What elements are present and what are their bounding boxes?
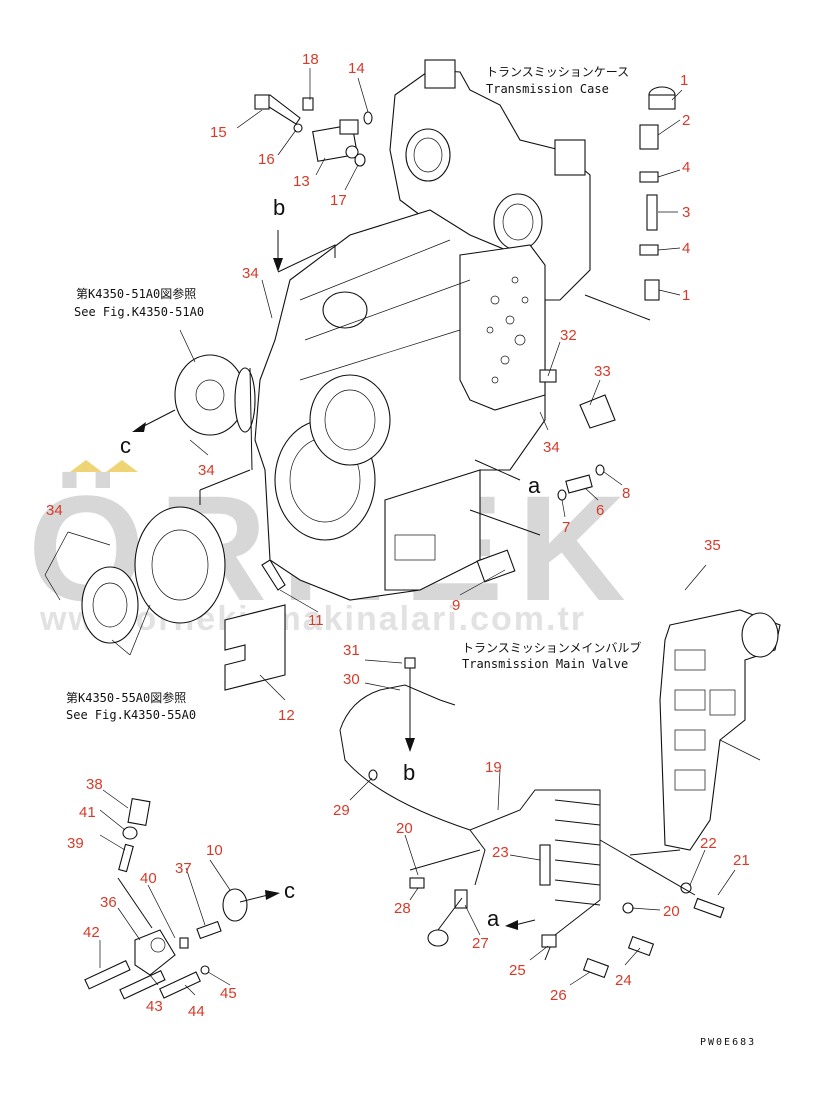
arrow-letter-b-harness: b [403, 760, 415, 785]
callout-1b: 1 [682, 287, 690, 304]
callout-14: 14 [348, 60, 365, 77]
callout-28: 28 [394, 900, 411, 917]
callout-45: 45 [220, 985, 237, 1002]
main-valve-en-label: Transmission Main Valve [462, 657, 628, 671]
valve-fitting-group [254, 94, 373, 167]
callout-23: 23 [492, 844, 509, 861]
callout-30: 30 [343, 671, 360, 688]
callout-31: 31 [343, 642, 360, 659]
callout-34d: 34 [46, 502, 63, 519]
callout-20b: 20 [663, 903, 680, 920]
ref1-jp-label: 第K4350-51A0図参照 [76, 286, 196, 301]
callout-16: 16 [258, 151, 275, 168]
arrow-letter-c-left: c [120, 433, 131, 458]
callout-40: 40 [140, 870, 157, 887]
callout-22: 22 [700, 835, 717, 852]
arrow-letter-b-top: b [273, 195, 285, 220]
callout-41: 41 [79, 804, 96, 821]
callout-35: 35 [704, 537, 721, 554]
callout-9: 9 [452, 597, 460, 614]
ref2-jp-label: 第K4350-55A0図参照 [66, 690, 186, 705]
ref2-en-label: See Fig.K4350-55A0 [66, 708, 196, 722]
arrow-letter-a-harness: a [487, 906, 500, 931]
callout-2: 2 [682, 112, 690, 129]
callout-12: 12 [278, 707, 295, 724]
callout-7: 7 [562, 519, 570, 536]
main-valve [659, 609, 781, 851]
flange-assembly-lower [81, 506, 226, 644]
transmission-case-en-label: Transmission Case [486, 82, 609, 96]
callout-29: 29 [333, 802, 350, 819]
callout-24: 24 [615, 972, 632, 989]
callout-1: 1 [680, 72, 688, 89]
callout-10: 10 [206, 842, 223, 859]
callout-8: 8 [622, 485, 630, 502]
callout-34c: 34 [543, 439, 560, 456]
bracket-12 [224, 604, 286, 691]
callout-3: 3 [682, 204, 690, 221]
callout-6: 6 [596, 502, 604, 519]
ref1-en-label: See Fig.K4350-51A0 [74, 305, 204, 319]
callout-33: 33 [594, 363, 611, 380]
sensor-stack [639, 86, 676, 301]
leader-lines [44, 68, 736, 996]
part-callouts: 1 1 2 3 4 4 6 7 8 9 10 11 12 13 14 15 16… [46, 51, 750, 1020]
callout-32: 32 [560, 327, 577, 344]
callout-44: 44 [188, 1003, 205, 1020]
callout-42: 42 [83, 924, 100, 941]
flange-assembly-upper [174, 354, 256, 436]
main-valve-jp-label: トランスミッションメインバルブ [462, 640, 641, 655]
callout-4b: 4 [682, 240, 690, 257]
callout-34a: 34 [242, 265, 259, 282]
callout-37: 37 [175, 860, 192, 877]
callout-36: 36 [100, 894, 117, 911]
callout-15: 15 [210, 124, 227, 141]
transmission-case [254, 59, 591, 601]
view-arrows [132, 230, 651, 930]
callout-18: 18 [302, 51, 319, 68]
callout-13: 13 [293, 173, 310, 190]
callout-39: 39 [67, 835, 84, 852]
callout-43: 43 [146, 998, 163, 1015]
arrow-letter-c-sensor: c [284, 878, 295, 903]
callout-25: 25 [509, 962, 526, 979]
callout-19: 19 [485, 759, 502, 776]
callout-4a: 4 [682, 159, 690, 176]
callout-11: 11 [308, 612, 324, 629]
callout-34b: 34 [198, 462, 215, 479]
callout-27: 27 [472, 935, 489, 952]
callout-21: 21 [733, 852, 750, 869]
callout-38: 38 [86, 776, 103, 793]
wiring-harness [339, 657, 725, 979]
callout-20a: 20 [396, 820, 413, 837]
callout-17: 17 [330, 192, 347, 209]
hose-11 [261, 559, 286, 591]
callout-26: 26 [550, 987, 567, 1004]
drawing-code: PW0E683 [700, 1037, 756, 1048]
transmission-case-jp-label: トランスミッションケース [486, 65, 629, 79]
sensor-group [84, 797, 248, 1000]
arrow-letter-a-case: a [528, 473, 541, 498]
